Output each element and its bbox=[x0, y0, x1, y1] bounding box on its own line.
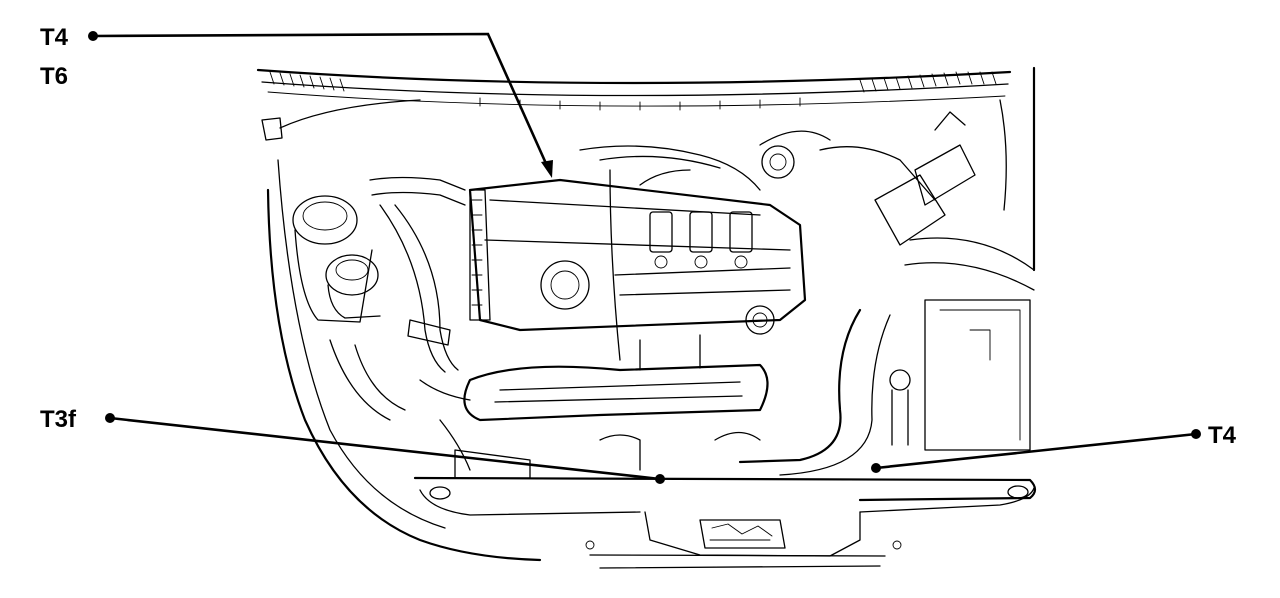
leader-line-t3f bbox=[108, 416, 662, 481]
callout-label-t4-top: T4 bbox=[40, 24, 69, 51]
coolant-reservoir bbox=[292, 195, 373, 323]
leader-line-t4-right bbox=[874, 432, 1198, 470]
leader-line-t4-top bbox=[91, 32, 550, 170]
connector-point-t3f bbox=[655, 474, 665, 484]
cowl-panel bbox=[256, 68, 1012, 111]
body-outline bbox=[261, 66, 1037, 569]
brake-fluid-reservoir bbox=[325, 254, 381, 319]
callout-label-t4-right: T4 bbox=[1208, 422, 1237, 449]
arrowhead-t4-top bbox=[541, 160, 553, 178]
connector-point-t4-right bbox=[871, 463, 881, 473]
callout-labels: T4 T6 T3f T4 bbox=[40, 24, 1237, 449]
intake-manifold bbox=[463, 334, 769, 422]
engine-cylinder-head bbox=[468, 178, 807, 335]
callout-label-t3f: T3f bbox=[40, 406, 77, 433]
hoses-and-wiring bbox=[329, 111, 1031, 479]
callout-label-t6: T6 bbox=[40, 63, 68, 90]
callout-leaders bbox=[88, 31, 1201, 484]
